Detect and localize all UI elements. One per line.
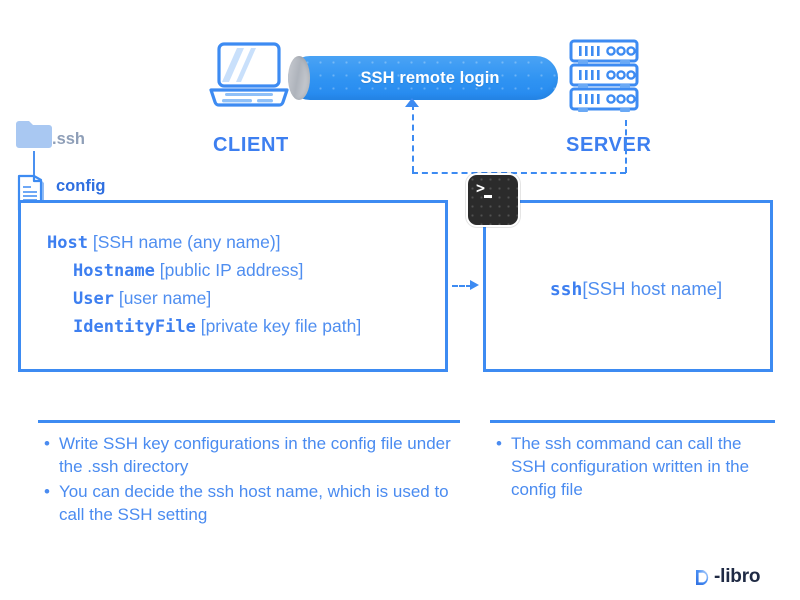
divider-right: [490, 420, 775, 423]
config-keyword: Host: [47, 233, 88, 253]
bullet-glyph: •: [44, 482, 50, 501]
arrow-up-icon: [405, 98, 419, 107]
tunnel-end-cap: [288, 56, 310, 100]
config-keyword: IdentityFile: [73, 317, 196, 337]
file-label: config: [56, 177, 106, 195]
terminal-texture: [468, 175, 518, 225]
folder-icon: [14, 116, 54, 152]
server-label: SERVER: [566, 134, 652, 156]
config-line: IdentityFile [private key file path]: [47, 313, 361, 341]
folder-connector-line: [33, 151, 35, 177]
bullet-glyph: •: [44, 434, 50, 453]
ssh-keyword: ssh: [549, 278, 583, 300]
config-line: User [user name]: [47, 285, 361, 313]
list-item: • Write SSH key configurations in the co…: [44, 432, 464, 478]
config-placeholder: [public IP address]: [159, 260, 304, 280]
client-label: CLIENT: [213, 134, 289, 156]
config-keyword: Hostname: [73, 261, 155, 281]
dashed-line-server-down: [625, 120, 627, 173]
dashed-line-up: [412, 104, 414, 172]
config-code-block: Host [SSH name (any name)] Hostname [pub…: [47, 229, 361, 341]
logo-mark-icon: [694, 568, 713, 587]
tunnel-label: SSH remote login: [360, 68, 500, 87]
list-item: • You can decide the ssh host name, whic…: [44, 480, 464, 526]
terminal-prompt-glyph: >: [476, 179, 486, 197]
arrow-right-icon: [470, 280, 479, 290]
note-text: You can decide the ssh host name, which …: [58, 482, 449, 524]
server-rack-icon: [565, 38, 643, 114]
note-text: The ssh command can call the SSH configu…: [510, 434, 750, 499]
ssh-placeholder: [SSH host name]: [582, 278, 723, 299]
command-box: ssh [SSH host name]: [483, 200, 773, 372]
config-placeholder: [user name]: [118, 288, 212, 308]
notes-right: • The ssh command can call the SSH confi…: [496, 432, 776, 503]
dashed-line-between-boxes: [452, 285, 472, 287]
laptop-icon: [207, 40, 291, 112]
terminal-icon: >: [466, 173, 520, 227]
config-placeholder: [SSH name (any name)]: [92, 232, 281, 252]
dashed-line-horizontal: [412, 172, 626, 174]
terminal-cursor: [484, 195, 492, 198]
ssh-command-line: ssh [SSH host name]: [486, 203, 776, 375]
notes-left: • Write SSH key configurations in the co…: [44, 432, 464, 528]
config-line: Host [SSH name (any name)]: [47, 229, 361, 257]
divider-left: [38, 420, 460, 423]
config-keyword: User: [73, 289, 114, 309]
config-line: Hostname [public IP address]: [47, 257, 361, 285]
list-item: • The ssh command can call the SSH confi…: [496, 432, 776, 501]
logo-wordmark: -libro: [714, 566, 761, 587]
bullet-glyph: •: [496, 434, 502, 453]
note-text: Write SSH key configurations in the conf…: [58, 434, 451, 476]
brand-logo: -libro: [694, 566, 760, 588]
config-code-box: Host [SSH name (any name)] Hostname [pub…: [18, 200, 448, 372]
config-placeholder: [private key file path]: [200, 316, 362, 336]
folder-label: .ssh: [52, 130, 86, 148]
